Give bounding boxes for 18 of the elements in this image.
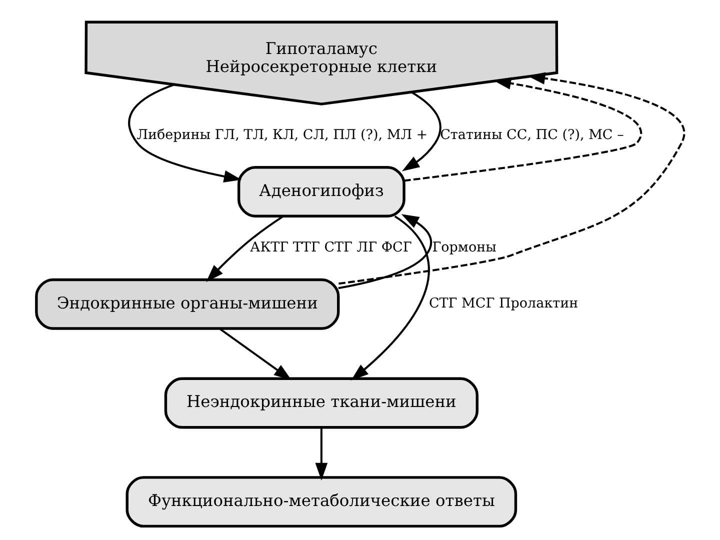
node-box: Аденогипофиз <box>236 166 405 218</box>
arrow <box>218 328 292 380</box>
edge-label: Либерины ГЛ, ТЛ, КЛ, СЛ, ПЛ (?), МЛ + <box>136 126 428 143</box>
edge-label: АКТГ ТТГ СТГ ЛГ ФСГ <box>249 239 412 256</box>
arrow <box>314 428 328 480</box>
arrow <box>338 72 684 285</box>
arrow <box>338 214 432 290</box>
arrow <box>350 215 430 381</box>
edge-label: СТГ МСГ Пролактин <box>428 296 578 312</box>
arrow <box>401 91 441 172</box>
edge-label: Гормоны <box>432 239 496 256</box>
edge-label: Статины СС, ПС (?), МС – <box>440 126 624 143</box>
node-box: Эндокринные органы-мишени <box>34 278 340 330</box>
arrow <box>206 215 284 282</box>
arrow <box>404 77 642 182</box>
node-box: Неэндокринные ткани-мишени <box>164 377 478 429</box>
node-box: Функционально-метаболические ответы <box>125 476 517 528</box>
arrow <box>128 84 242 182</box>
